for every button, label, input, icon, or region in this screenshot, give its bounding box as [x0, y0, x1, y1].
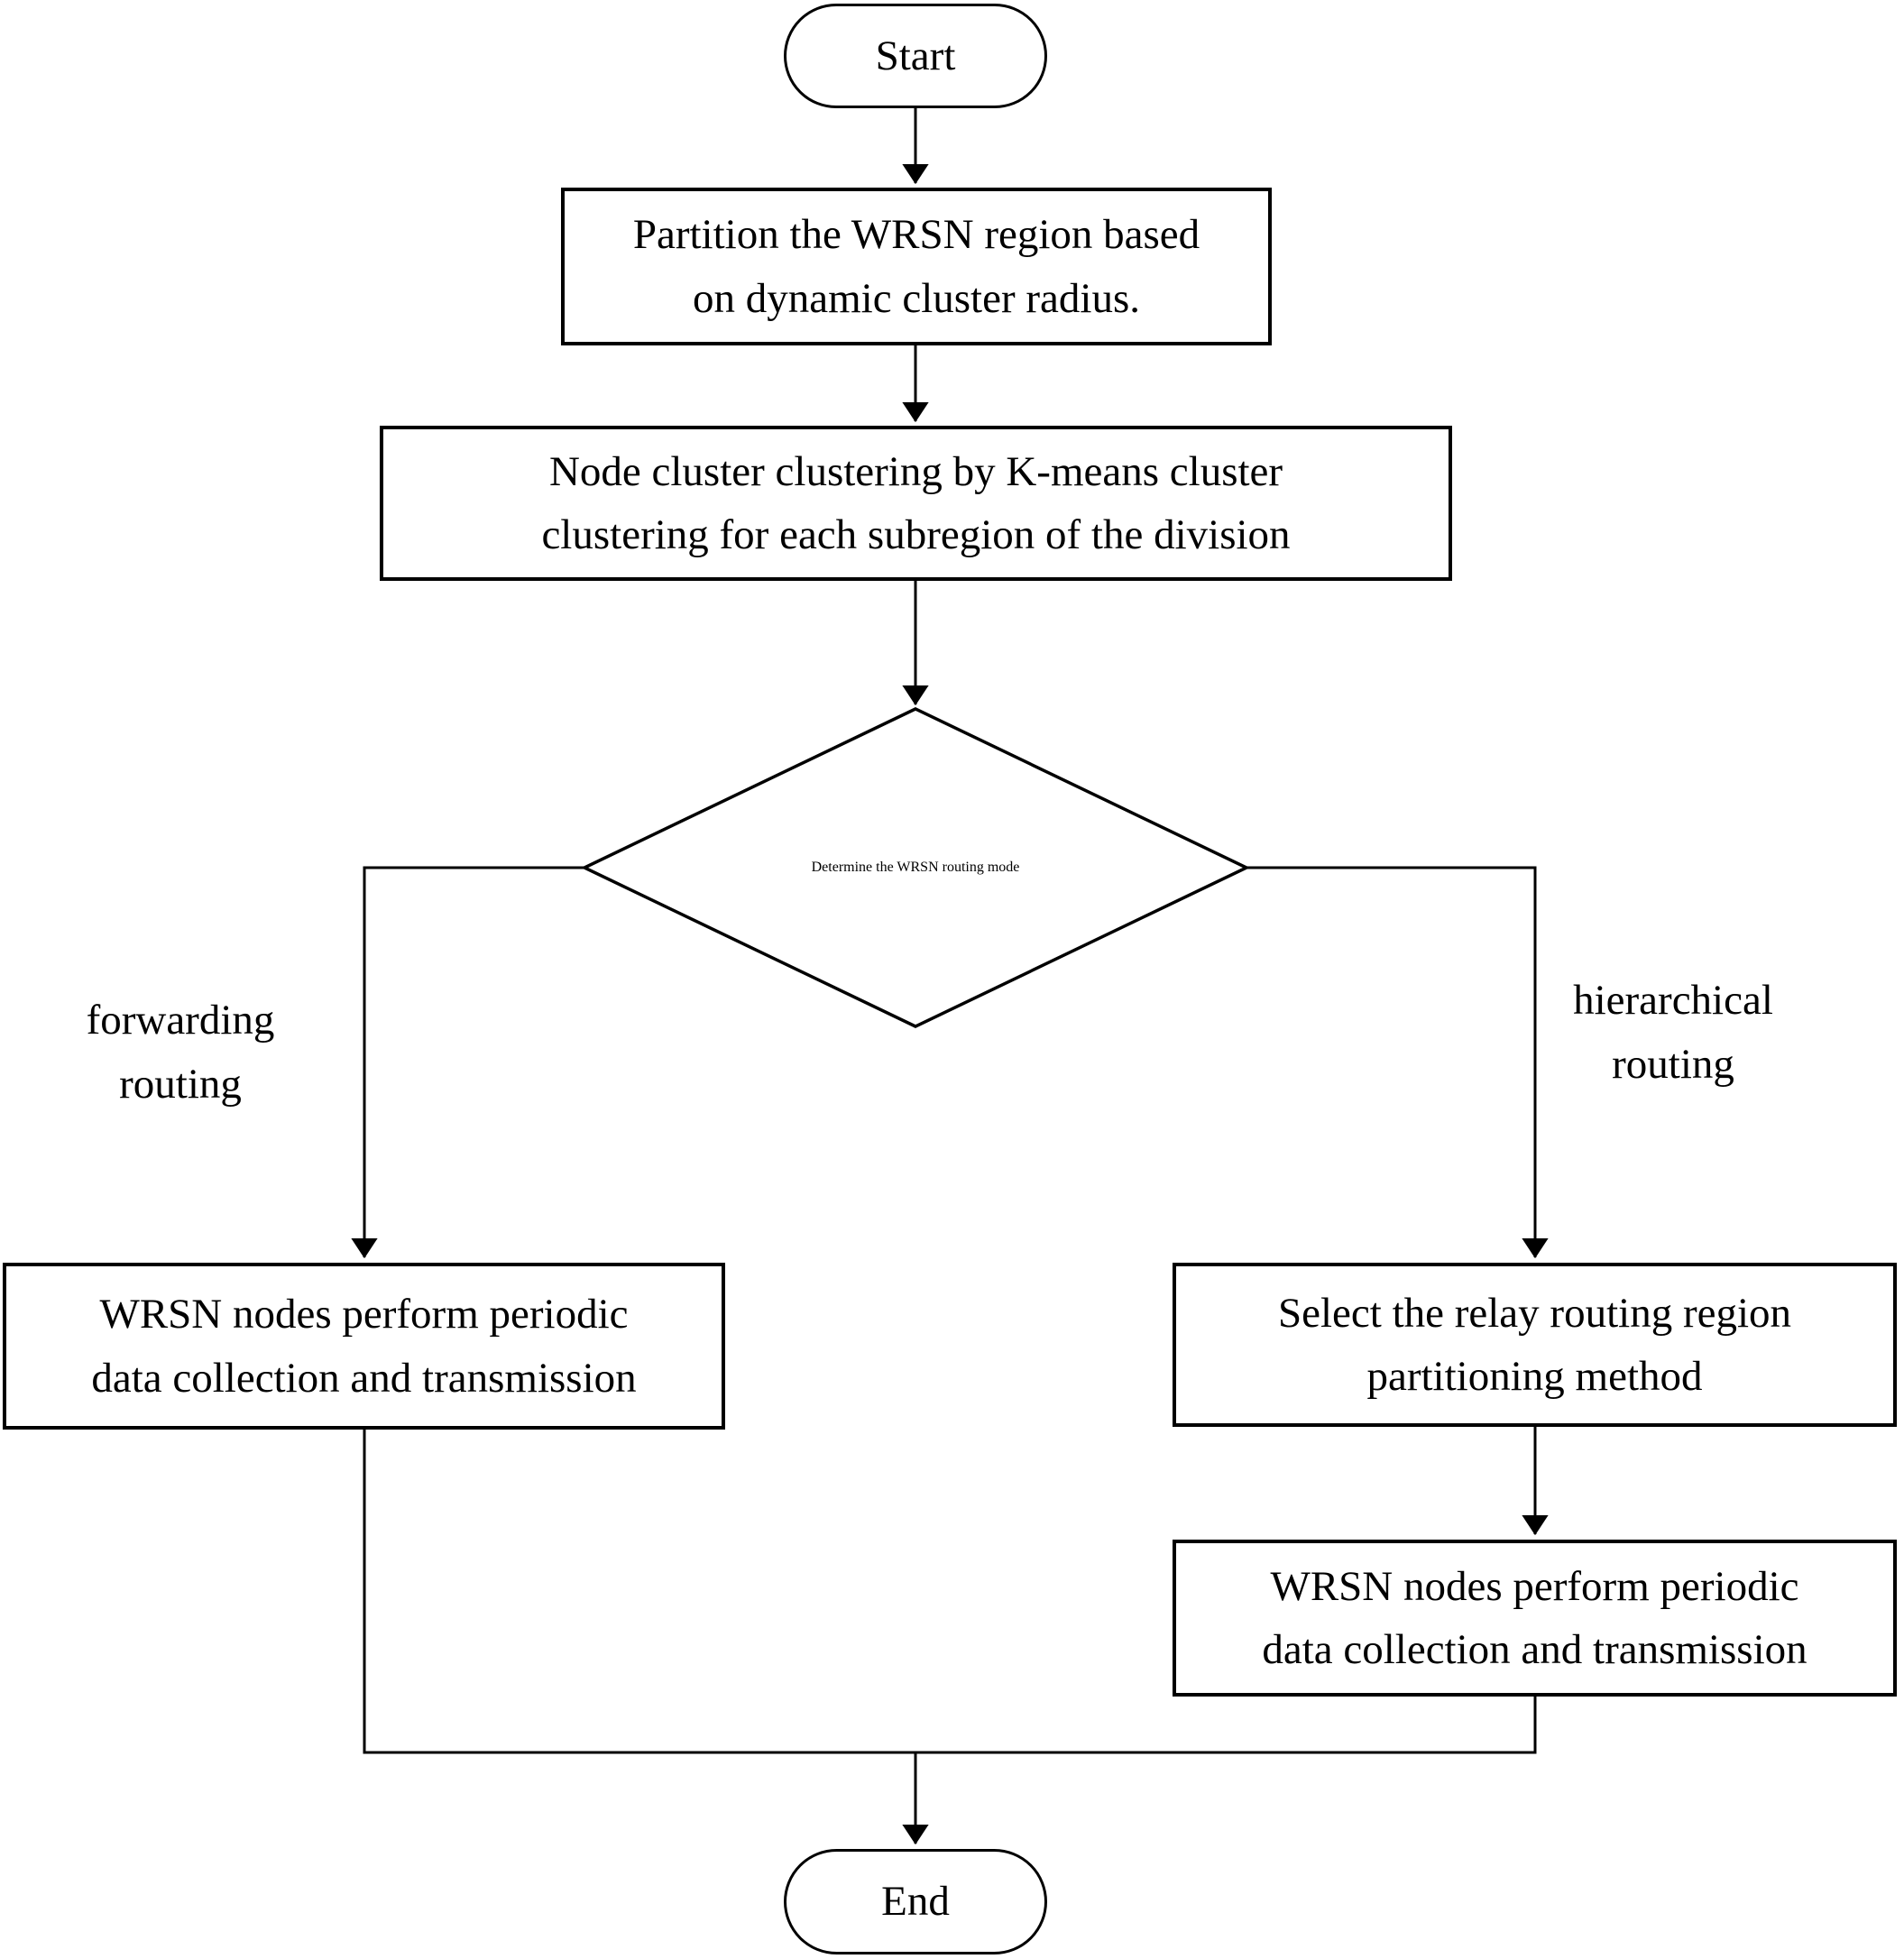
- forwarding-routing-label: forwarding routing: [27, 989, 334, 1116]
- partition-region-node: Partition the WRSN region based on dynam…: [561, 188, 1272, 345]
- edge-decision-to-forward-process: [351, 866, 584, 1259]
- end-node-label: End: [881, 1878, 950, 1926]
- forwarding-routing-label-text: forwarding routing: [86, 997, 275, 1108]
- start-node: Start: [784, 4, 1047, 108]
- relay-select-node-label: Select the relay routing region partitio…: [1277, 1289, 1792, 1401]
- hierarchical-routing-label: hierarchical routing: [1520, 969, 1826, 1096]
- hierarchical-process-node-label: WRSN nodes perform periodic data collect…: [1262, 1562, 1807, 1674]
- hierarchical-process-node: WRSN nodes perform periodic data collect…: [1173, 1540, 1897, 1697]
- relay-select-node: Select the relay routing region partitio…: [1173, 1263, 1897, 1427]
- decision-node-label: Determine the WRSN routing mode: [811, 860, 1020, 875]
- kmeans-clustering-node: Node cluster clustering by K-means clust…: [380, 426, 1452, 581]
- decision-diamond-shape: [580, 707, 1251, 1028]
- edge-converge-line: [363, 1430, 1537, 1754]
- forward-process-node: WRSN nodes perform periodic data collect…: [3, 1263, 725, 1430]
- hierarchical-routing-label-text: hierarchical routing: [1573, 977, 1773, 1088]
- kmeans-clustering-node-label: Node cluster clustering by K-means clust…: [541, 447, 1291, 559]
- edge-decision-to-relay-select: [1246, 866, 1549, 1259]
- partition-region-node-label: Partition the WRSN region based on dynam…: [632, 211, 1200, 322]
- forward-process-node-label: WRSN nodes perform periodic data collect…: [91, 1291, 637, 1402]
- end-node: End: [784, 1849, 1047, 1954]
- decision-node: Determine the WRSN routing mode: [584, 709, 1246, 1026]
- start-node-label: Start: [875, 32, 956, 79]
